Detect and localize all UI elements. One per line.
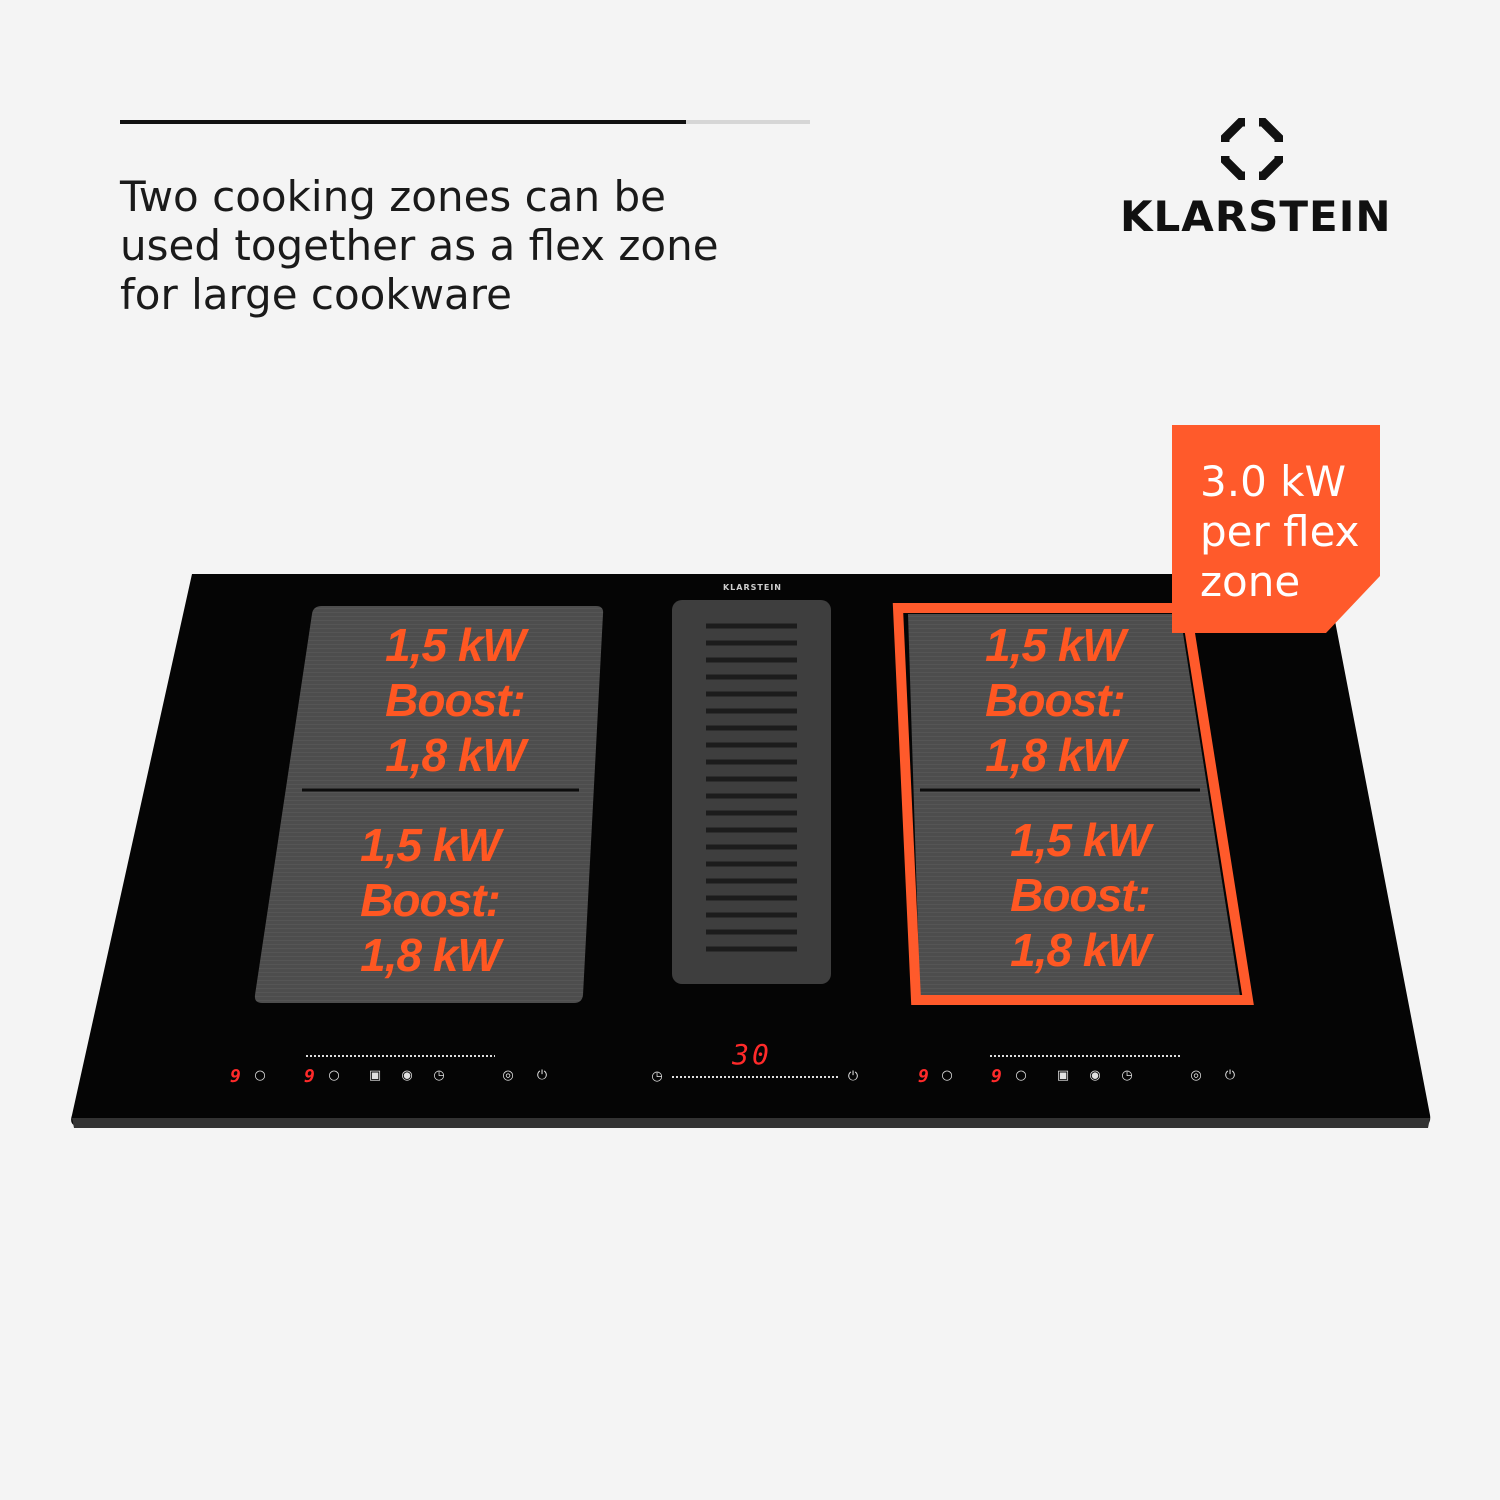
fan-power-icon[interactable]: ⏻: [847, 1069, 859, 1084]
zone-boost-power: 1,8 kW: [360, 929, 501, 981]
zone-level-display: 9: [918, 1066, 929, 1087]
clock-icon[interactable]: ◷: [1121, 1068, 1133, 1083]
progress-bar: [120, 120, 810, 124]
zone-select-icon[interactable]: ○: [941, 1068, 953, 1083]
zone-level-display: 9: [230, 1066, 241, 1087]
hob-brand-label: KLARSTEIN: [722, 583, 782, 592]
clock-icon[interactable]: ◷: [433, 1068, 445, 1083]
zone-select-icon[interactable]: ○: [254, 1068, 266, 1083]
power-icon[interactable]: ⏻: [536, 1068, 548, 1083]
cooking-zone-left: [254, 606, 604, 1003]
zone-boost-power: 1,8 kW: [985, 729, 1126, 781]
lock-icon[interactable]: ◎: [1190, 1068, 1202, 1083]
zone-boost-power: 1,8 kW: [385, 729, 526, 781]
zone-power: 1,5 kW: [385, 619, 526, 671]
brand-logo: KLARSTEIN: [1120, 118, 1392, 248]
zone-boost-label: Boost:: [385, 674, 526, 726]
timer-display: 30: [732, 1038, 772, 1071]
zone-boost-label: Boost:: [360, 874, 501, 926]
zone-boost-label: Boost:: [1010, 869, 1151, 921]
brand-name: KLARSTEIN: [1120, 192, 1392, 241]
zone-level-display: 9: [304, 1066, 315, 1087]
klarstein-logo-icon: [1221, 118, 1283, 180]
zone-power: 1,5 kW: [360, 819, 501, 871]
zone-level-display: 9: [991, 1066, 1002, 1087]
flex-zone-icon[interactable]: ▣: [368, 1068, 382, 1083]
flex-zone-badge: 3.0 kW per flex zone: [1172, 425, 1380, 633]
timer-icon[interactable]: ◷: [651, 1069, 663, 1084]
flex-zone-outline: [892, 603, 1254, 1005]
zone-boost-power: 1,8 kW: [1010, 924, 1151, 976]
headline: Two cooking zones can be used together a…: [120, 172, 719, 319]
progress-fill: [120, 120, 686, 124]
flex-badge-shape: [1172, 425, 1380, 633]
zone-select-icon[interactable]: ○: [1015, 1068, 1027, 1083]
boost-icon[interactable]: ◉: [1089, 1068, 1101, 1083]
zone-power: 1,5 kW: [985, 619, 1126, 671]
cooking-zone-right: [908, 614, 1240, 996]
lock-icon[interactable]: ◎: [502, 1068, 514, 1083]
zone-power: 1,5 kW: [1010, 814, 1151, 866]
vent-slots: [706, 623, 797, 952]
zone-label-right-front: 1,5 kW Boost: 1,8 kW: [975, 813, 1185, 978]
flex-zone-icon[interactable]: ▣: [1056, 1068, 1070, 1083]
power-icon[interactable]: ⏻: [1224, 1068, 1236, 1083]
boost-icon[interactable]: ◉: [401, 1068, 413, 1083]
zone-label-left-rear: 1,5 kW Boost: 1,8 kW: [350, 618, 560, 783]
zone-boost-label: Boost:: [985, 674, 1126, 726]
zone-label-left-front: 1,5 kW Boost: 1,8 kW: [325, 818, 535, 983]
flex-badge-text: 3.0 kW per flex zone: [1200, 457, 1360, 606]
zone-select-icon[interactable]: ○: [328, 1068, 340, 1083]
zone-label-right-rear: 1,5 kW Boost: 1,8 kW: [950, 618, 1160, 783]
